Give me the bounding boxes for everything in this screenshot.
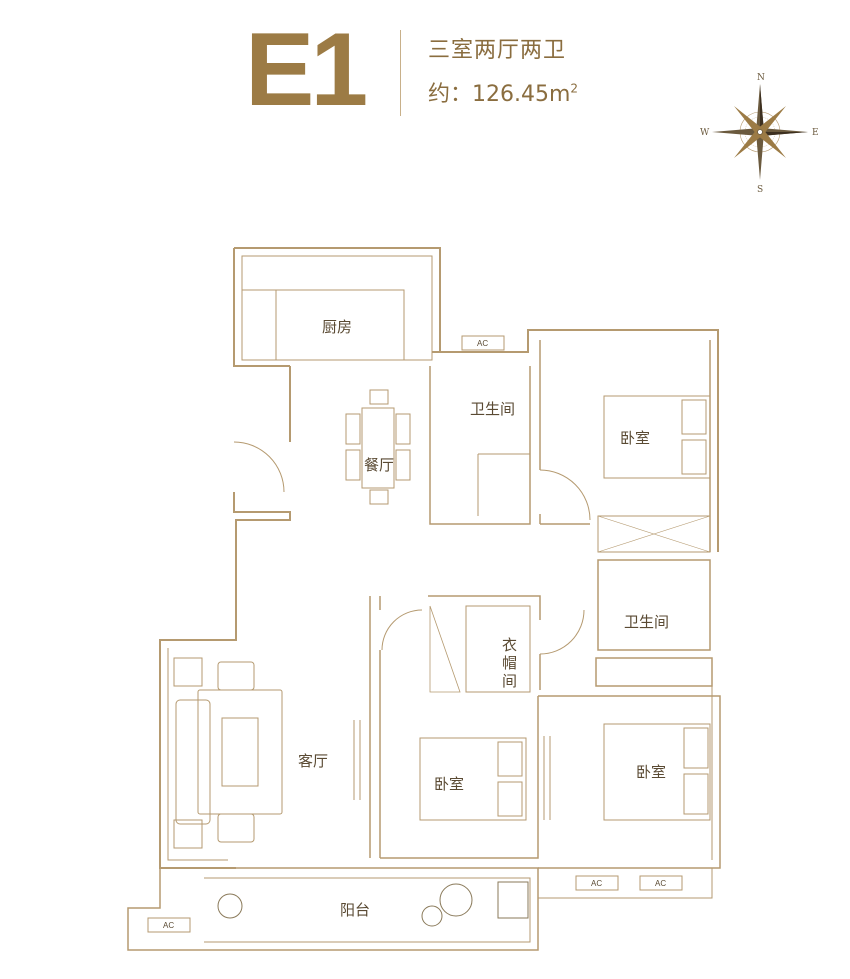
room-balcony: 阳台: [340, 901, 370, 919]
ac-label-2: AC: [591, 879, 602, 888]
compass-s: S: [757, 185, 763, 192]
kitchen-wall: [233, 247, 441, 367]
room-dining: 餐厅: [364, 456, 394, 474]
compass-e: E: [812, 128, 819, 138]
room-kitchen: 厨房: [322, 318, 352, 336]
model-title: E1: [245, 12, 368, 128]
compass-n: N: [757, 73, 765, 83]
ac-label-4: AC: [163, 921, 174, 930]
header-divider: [400, 30, 401, 116]
room-closet-3: 间: [502, 672, 517, 690]
room-bath-1: 卫生间: [470, 400, 515, 418]
area-unit-sup: 2: [570, 81, 579, 96]
compass-w: W: [700, 128, 710, 138]
room-closet-2: 帽: [502, 654, 517, 672]
ac-label-3: AC: [655, 879, 666, 888]
room-closet-1: 衣: [502, 636, 517, 654]
compass-icon: N S E W: [700, 73, 819, 192]
ac-label-1: AC: [477, 339, 488, 348]
area-text: 约：126.45m2: [428, 76, 578, 108]
header: E1 三室两厅两卫 约：126.45m2 N S E W: [0, 0, 850, 200]
room-living: 客厅: [298, 752, 328, 770]
room-bath-2: 卫生间: [624, 613, 669, 631]
room-bedroom-1: 卧室: [620, 429, 650, 447]
layout-description: 三室两厅两卫: [428, 38, 567, 63]
area-value: 约：126.45m: [428, 82, 571, 107]
room-bedroom-3: 卧室: [636, 763, 666, 781]
room-bedroom-2: 卧室: [434, 775, 464, 793]
